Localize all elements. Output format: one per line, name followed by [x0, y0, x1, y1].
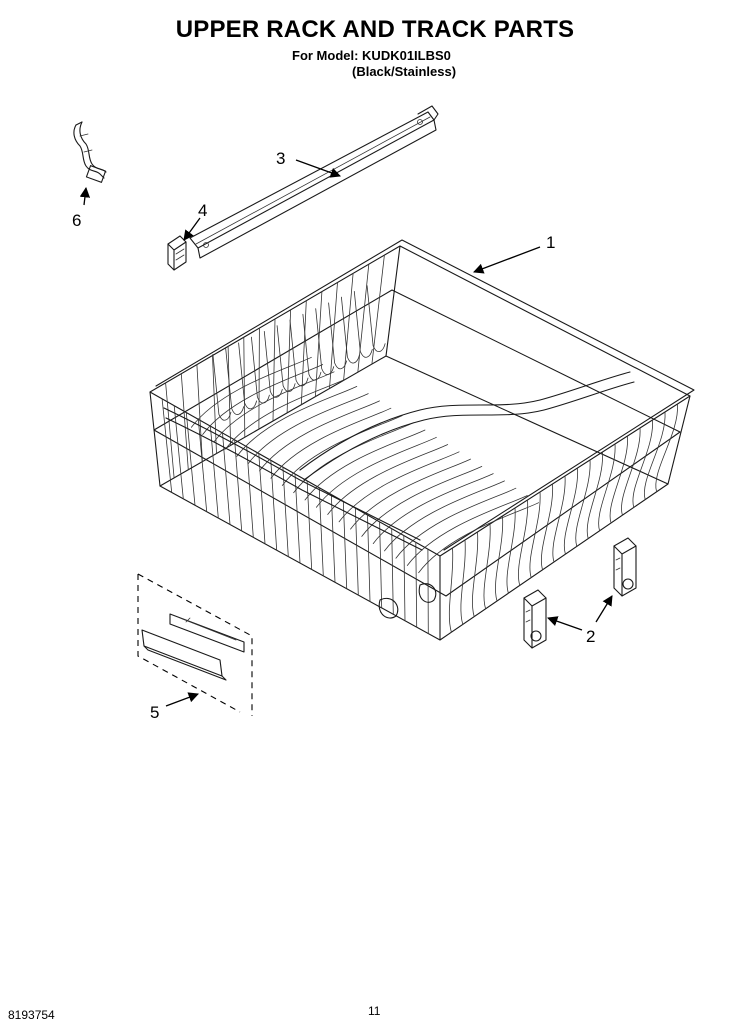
page-number: 11	[368, 1004, 381, 1018]
callout-2: 2	[586, 627, 595, 646]
part-3-track-rail	[189, 105, 439, 259]
part-6-rack-clip	[73, 121, 107, 183]
callout-5: 5	[150, 703, 159, 722]
part-4-track-stop	[167, 235, 187, 271]
part-5-handle-assembly	[137, 573, 253, 716]
callout-3: 3	[276, 149, 285, 168]
part-2-rack-adjusters	[523, 537, 637, 649]
variant-line: (Black/Stainless)	[352, 64, 457, 79]
model-line: For Model: KUDK01ILBS0	[292, 48, 451, 63]
doc-number: 8193754	[8, 1008, 55, 1022]
callout-1: 1	[546, 233, 555, 252]
page-title: UPPER RACK AND TRACK PARTS	[175, 16, 575, 43]
part-1-upper-rack	[149, 239, 695, 641]
leader-lines	[79, 159, 613, 707]
callout-4: 4	[198, 201, 207, 220]
callout-6: 6	[72, 211, 81, 230]
